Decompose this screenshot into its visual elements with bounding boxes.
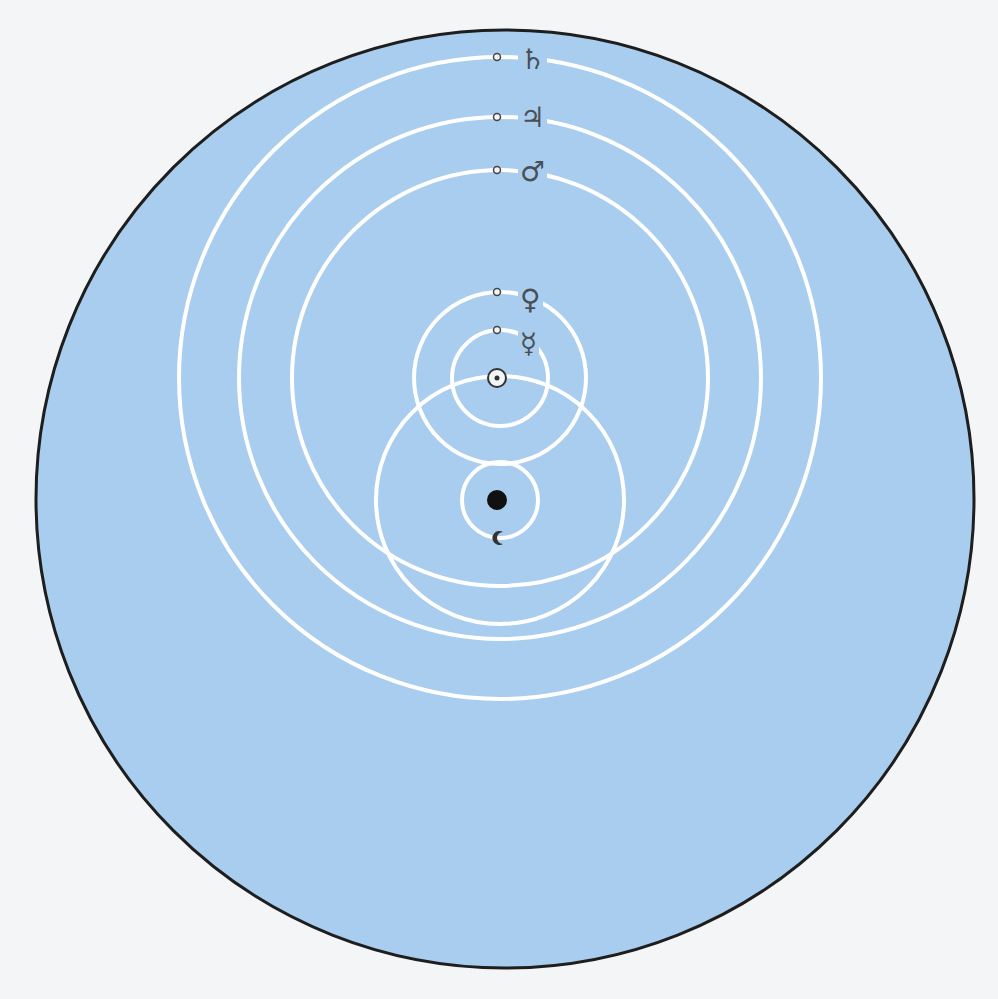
venus-dot [494, 289, 501, 296]
orbits [179, 57, 821, 699]
jupiter-orbit [239, 117, 761, 639]
planet-symbol: ♄ [518, 46, 547, 74]
sun-disc [488, 369, 506, 387]
planet-symbol: ♀ [518, 286, 543, 314]
sun-symbol [488, 369, 506, 387]
sky-sphere [36, 30, 974, 968]
planet-symbol: ♂ [518, 158, 547, 186]
mercury-orbit [452, 330, 548, 426]
moon-crescent [492, 531, 503, 545]
planet-symbol: ♃ [518, 104, 547, 132]
mars-orbit [292, 170, 708, 586]
saturn-orbit [179, 57, 821, 699]
saturn-dot [494, 54, 501, 61]
planet-symbol: ☿ [518, 330, 539, 358]
moon-orbit [462, 462, 538, 538]
earth [487, 490, 507, 510]
mercury-dot [494, 327, 501, 334]
sun-orbit [376, 376, 624, 624]
venus-orbit [414, 292, 586, 464]
jupiter-dot [494, 114, 501, 121]
mars-dot [494, 167, 501, 174]
sun-dot [495, 376, 500, 381]
planet-dots [494, 54, 501, 334]
